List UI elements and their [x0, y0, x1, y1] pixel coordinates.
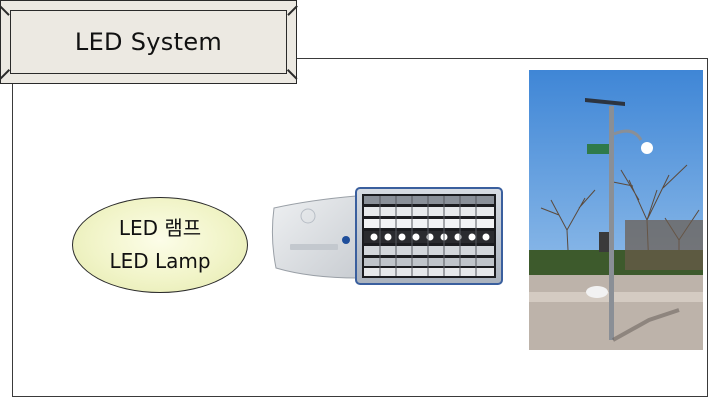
- photo-pole: [609, 106, 614, 340]
- title-box: LED System: [0, 0, 298, 84]
- lamp-led-dots: [370, 233, 490, 241]
- photo-lamp-arm: [613, 129, 643, 141]
- photo-solar-panel: [585, 98, 625, 106]
- photo-lamp-globe: [641, 142, 653, 154]
- photo-pole-box: [599, 232, 609, 252]
- lamp-maker-plate: [290, 244, 338, 250]
- street-lamp-photo: [529, 70, 703, 350]
- photo-building: [625, 220, 703, 270]
- lamp-neck: [271, 195, 359, 279]
- photo-car: [586, 286, 608, 298]
- led-lamp-image: [271, 187, 503, 285]
- lamp-badge-dot: [342, 236, 350, 244]
- title-bevel: [10, 10, 287, 74]
- lamp-logo-mark: [300, 208, 316, 224]
- lamp-grid-lines: [379, 196, 477, 276]
- photo-pole-shadow: [612, 308, 680, 342]
- photo-road: [529, 292, 703, 302]
- lamp-label-ellipse: LED 램프 LED Lamp: [72, 197, 248, 293]
- page-title: LED System: [74, 28, 223, 56]
- lamp-label-english: LED Lamp: [109, 249, 211, 273]
- photo-sign: [587, 144, 609, 154]
- lamp-label-korean: LED 램프: [118, 216, 202, 240]
